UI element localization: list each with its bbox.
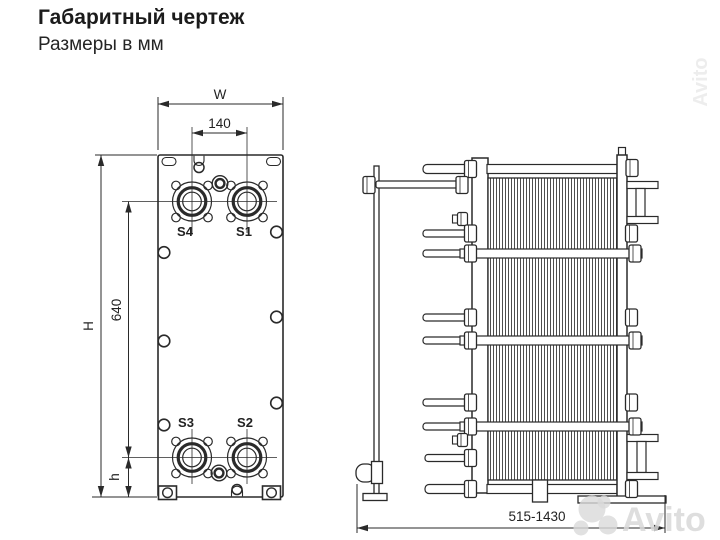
frame-plate-front — [157, 154, 284, 501]
title-block: Габаритный чертеж Размеры в мм — [38, 6, 244, 56]
dim-640-label: 640 — [109, 299, 124, 322]
page-subtitle: Размеры в мм — [38, 34, 164, 56]
frame-plate-edge — [355, 165, 388, 502]
port-s1 — [226, 180, 268, 223]
bottom-guide-hole — [231, 483, 243, 496]
page-title: Габаритный чертеж — [38, 6, 245, 29]
foot-pad-left — [362, 492, 388, 502]
dim-140-label: 140 — [208, 116, 231, 131]
foot-pad-right — [577, 495, 667, 504]
hex-nuts — [451, 158, 642, 499]
plate-pack — [487, 177, 618, 481]
side-view-drawing: 515-1430 — [355, 146, 667, 533]
watermark-vertical: Avito — [690, 57, 712, 106]
port-label-s3: S3 — [178, 415, 194, 430]
dim-port-spacing-vertical: 640 — [109, 201, 132, 458]
watermark-text: Avito — [622, 501, 706, 539]
corner-slot-right — [265, 156, 282, 167]
guide-bar-bottom — [486, 483, 618, 495]
top-guide-hole — [193, 161, 205, 174]
port-label-s4: S4 — [177, 224, 194, 239]
foot-left — [157, 485, 178, 501]
dim-width-label: W — [214, 87, 227, 102]
dim-port-spacing-horizontal: 140 — [192, 116, 247, 137]
center-stud-bottom — [210, 464, 228, 482]
corner-slot-left — [161, 156, 177, 167]
watermark-logo-circle — [597, 495, 611, 509]
port-s2 — [226, 436, 268, 479]
support-bracket-top — [626, 180, 659, 225]
dim-h-foot-label: h — [107, 473, 122, 481]
port-s4 — [171, 180, 213, 223]
edge-holes — [157, 225, 284, 432]
support-bracket-bottom — [626, 433, 659, 481]
front-view-drawing: S4 S1 S3 S2 W 140 H — [81, 87, 284, 501]
foot-center — [531, 479, 549, 503]
dim-h-overall-label: H — [81, 321, 96, 331]
carrying-bar-top — [486, 163, 618, 175]
dim-height-overall: H — [81, 154, 157, 498]
port-label-s1: S1 — [236, 224, 252, 239]
through-bolts — [459, 248, 643, 432]
top-notch — [193, 155, 205, 166]
dim-length-label: 515-1430 — [508, 509, 565, 524]
dim-foot-height: h — [107, 457, 132, 497]
watermark-logo-circle — [598, 515, 618, 535]
foot-right — [261, 485, 282, 501]
watermark-logo-circle — [573, 520, 589, 536]
watermark-logo: Avito — [573, 495, 706, 539]
bottom-notch — [230, 485, 244, 497]
center-stud-top — [211, 174, 229, 192]
dim-width: W — [157, 87, 284, 150]
port-s3 — [171, 436, 213, 479]
port-label-s2: S2 — [237, 415, 253, 430]
